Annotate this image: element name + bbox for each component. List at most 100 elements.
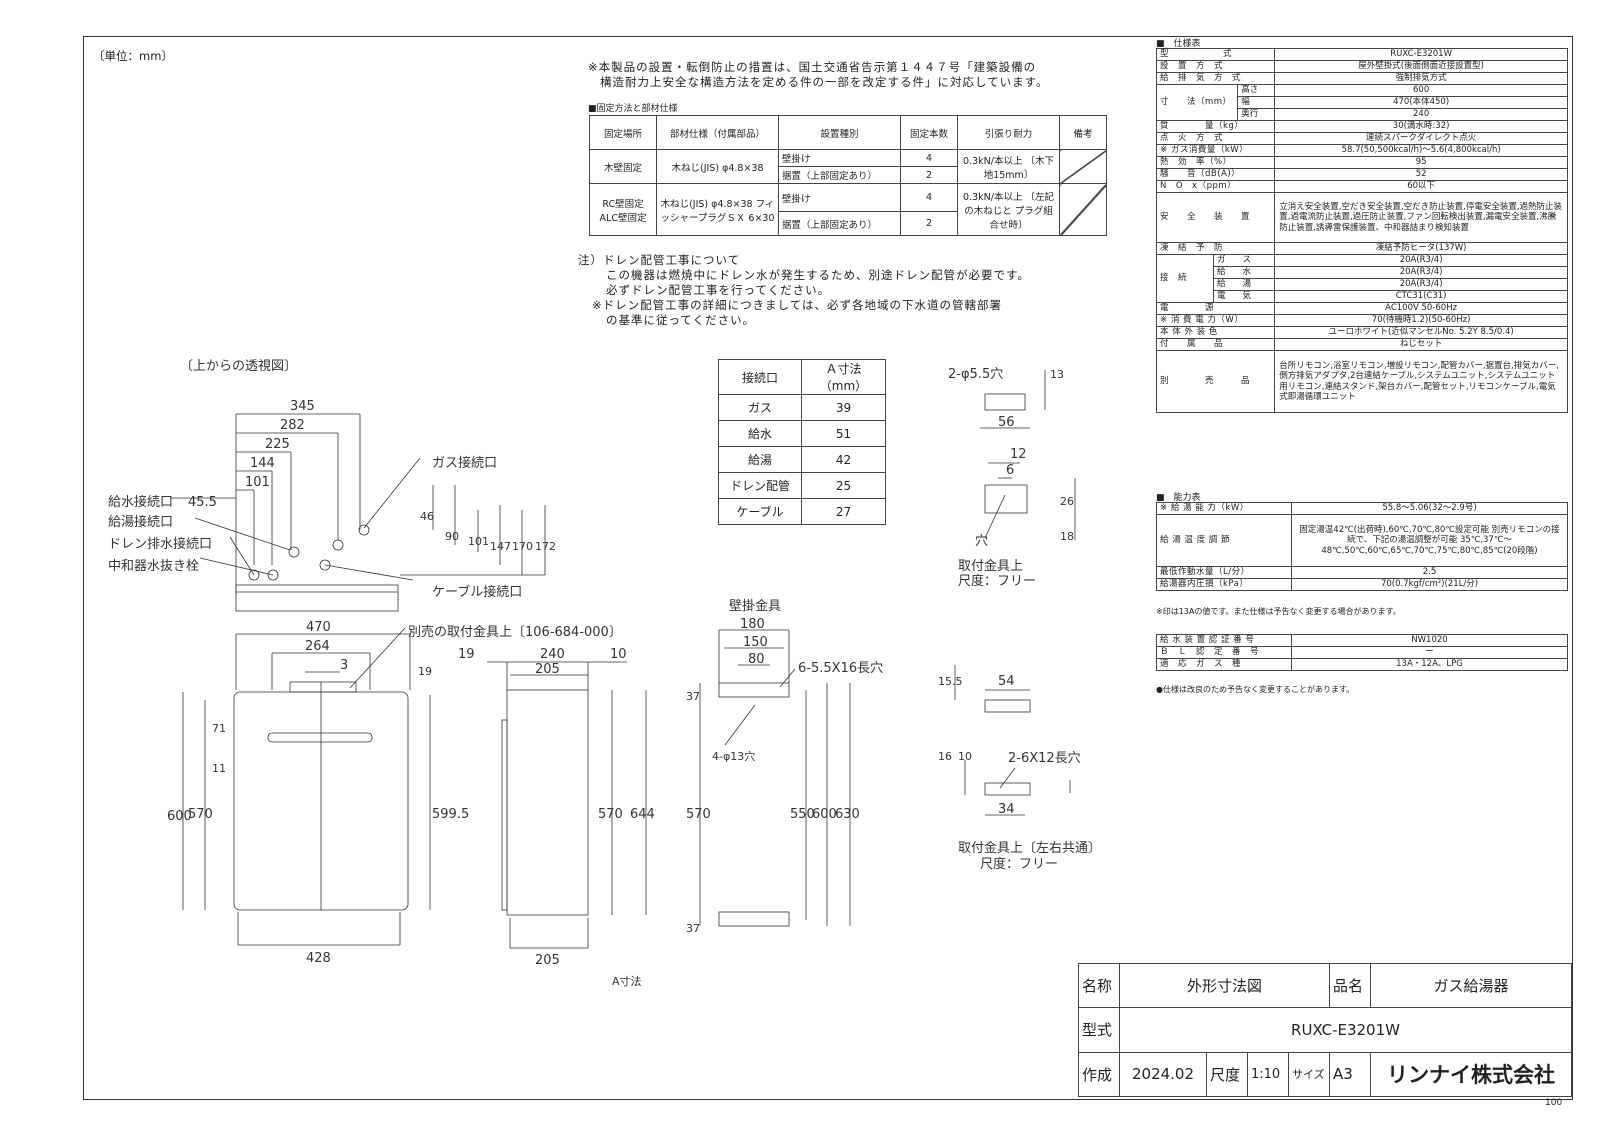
wall-bracket-top (718, 682, 790, 698)
company-logo: リンナイ株式会社 (1370, 1051, 1572, 1098)
label-drain: ドレン排水接続口 (108, 536, 212, 552)
svg-text:428: 428 (306, 951, 331, 966)
unit-label: 〔単位：mm〕 (93, 49, 173, 63)
label-cable: ケーブル接続口 (432, 584, 522, 600)
side-view-body (506, 689, 589, 916)
bracket2-title: 取付金具上〔左右共通〕 (958, 840, 1101, 856)
svg-text:37: 37 (686, 690, 700, 703)
svg-text:282: 282 (280, 418, 305, 433)
svg-text:225: 225 (265, 437, 290, 452)
svg-text:644: 644 (630, 807, 655, 822)
svg-text:80: 80 (748, 652, 765, 667)
svg-text:10: 10 (610, 647, 627, 662)
bracket1-side (984, 484, 1028, 514)
drawing-frame (83, 36, 1573, 1100)
svg-text:尺度：フリー: 尺度：フリー (958, 573, 1036, 589)
svg-text:54: 54 (998, 674, 1015, 689)
svg-text:11: 11 (212, 762, 226, 775)
gas-port (358, 524, 370, 536)
svg-text:34: 34 (998, 802, 1015, 817)
top-view-body (235, 584, 399, 612)
wall-bracket-bottom (718, 911, 790, 927)
svg-text:15.5: 15.5 (938, 675, 963, 688)
svg-text:570: 570 (686, 807, 711, 822)
svg-text:101: 101 (468, 535, 489, 548)
svg-text:45.5: 45.5 (188, 495, 217, 510)
label-neutralizer: 中和器水抜き栓 (108, 558, 199, 574)
page-number: 100 (1545, 1098, 1563, 1108)
drain-port (248, 569, 260, 581)
fixing-table: 固定場所 部材仕様（付属部品） 設置種別 固定本数 引張り耐力 備考 木壁固定 … (589, 115, 1107, 236)
svg-text:10: 10 (958, 750, 972, 763)
bracket-note: 別売の取付金具上〔106-684-000〕 (408, 624, 622, 640)
svg-text:16: 16 (938, 750, 952, 763)
svg-text:12: 12 (1010, 447, 1027, 462)
label-water-inlet: 給水接続口 (108, 494, 173, 510)
neutralizer-plug (267, 569, 279, 581)
svg-text:6: 6 (1006, 463, 1014, 478)
capacity-table: ※ 給 湯 能 力（kW）55.8～5.06(32～2.9号) 給 湯 温 度 … (1156, 502, 1568, 591)
bracket1-plate (984, 393, 1026, 411)
cable-port (319, 559, 331, 571)
svg-text:240: 240 (540, 647, 565, 662)
svg-text:2-6X12長穴: 2-6X12長穴 (1008, 751, 1081, 766)
top-view-title: 〔上からの透視図〕 (180, 359, 297, 374)
bracket2-plate (984, 699, 1031, 713)
svg-text:600: 600 (812, 807, 837, 822)
svg-text:71: 71 (212, 722, 226, 735)
svg-text:205: 205 (535, 662, 560, 677)
hot-port (288, 546, 300, 558)
svg-text:19: 19 (458, 647, 475, 662)
svg-text:19: 19 (418, 665, 432, 678)
svg-text:18: 18 (1060, 530, 1074, 543)
svg-text:4-φ13穴: 4-φ13穴 (712, 749, 755, 763)
svg-text:147: 147 (490, 540, 511, 553)
svg-text:150: 150 (743, 635, 768, 650)
svg-text:550: 550 (790, 807, 815, 822)
fixing-table-title: ■固定方法と部材仕様 (588, 104, 678, 114)
svg-text:470: 470 (306, 620, 331, 635)
front-handle (267, 732, 373, 743)
svg-text:46: 46 (420, 510, 434, 523)
svg-text:599.5: 599.5 (432, 807, 469, 822)
title-block: 名称 外形寸法図 品名 ガス給湯器 型式 RUXC-E3201W 作成 2024… (1078, 962, 1572, 1098)
svg-text:144: 144 (250, 456, 275, 471)
label-hot-outlet: 給湯接続口 (108, 514, 173, 530)
bracket1-title: 取付金具上 (958, 558, 1023, 574)
installation-notice: ※本製品の設置・転倒防止の措置は、国土交通省告示第１４４７号「建築設備の 構造耐… (588, 60, 1049, 89)
svg-text:穴: 穴 (975, 534, 988, 549)
svg-text:2-φ5.5穴: 2-φ5.5穴 (948, 367, 1003, 382)
bracket2-side (984, 782, 1031, 796)
wood-remark-blank (1059, 149, 1107, 184)
svg-text:6-5.5X16長穴: 6-5.5X16長穴 (798, 661, 883, 676)
svg-text:630: 630 (835, 807, 860, 822)
svg-text:600: 600 (167, 809, 192, 824)
svg-text:264: 264 (305, 639, 330, 654)
svg-text:180: 180 (740, 617, 765, 632)
wall-bracket-title: 壁掛金具 (729, 598, 781, 614)
water-port (332, 539, 344, 551)
capacity-section-title: ■ 能力表 (1156, 493, 1201, 503)
svg-text:170: 170 (512, 540, 533, 553)
spec-section-title: ■ 仕様表 (1156, 39, 1201, 49)
svg-text:172: 172 (535, 540, 556, 553)
front-top-fitting (289, 681, 357, 693)
svg-text:570: 570 (188, 807, 213, 822)
svg-text:26: 26 (1060, 495, 1074, 508)
svg-text:A寸法: A寸法 (612, 974, 642, 988)
rc-remark-blank (1059, 183, 1107, 236)
svg-text:37: 37 (686, 922, 700, 935)
svg-text:570: 570 (598, 807, 623, 822)
svg-text:56: 56 (998, 415, 1015, 430)
technical-drawings: 〔上からの透視図〕 給水接続口 給湯接続口 ドレン排水接続口 中和器水抜き栓 ガ… (108, 359, 1101, 988)
svg-text:尺度：フリー: 尺度：フリー (980, 856, 1058, 872)
cert-note: ●仕様は改良のため予告なく変更することがあります。 (1156, 685, 1355, 694)
drain-note: 注）ドレン配管工事について この機器は燃焼中にドレン水が発生するため、別途ドレン… (578, 253, 1030, 327)
